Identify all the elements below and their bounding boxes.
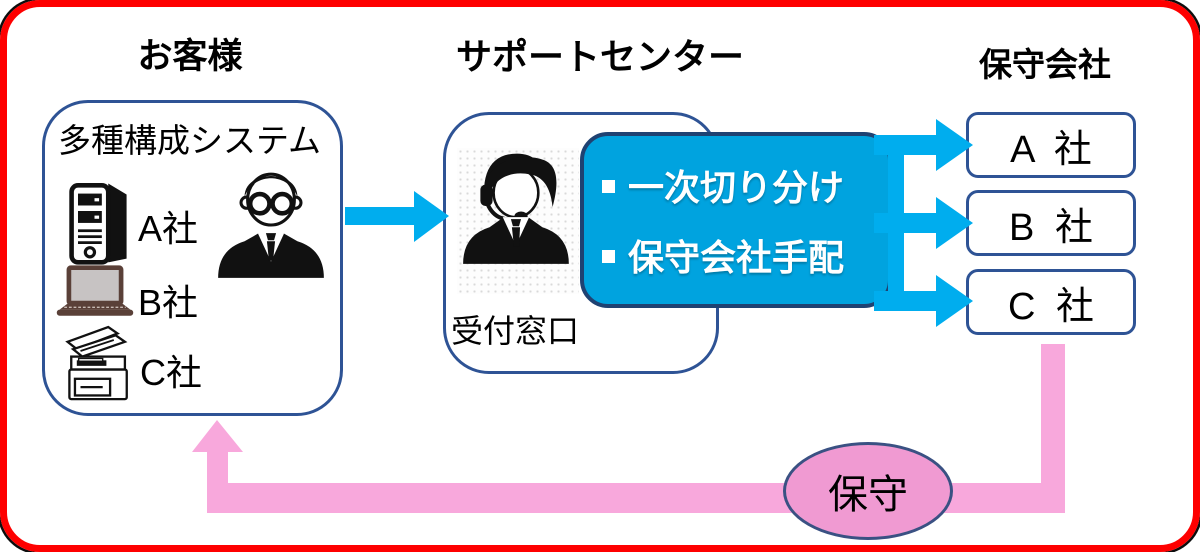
reception-desk-label: 受付窓口 bbox=[451, 313, 580, 349]
customer-title: お客様 bbox=[137, 37, 243, 76]
laptop-icon bbox=[54, 264, 136, 318]
company-box-c: C 社 bbox=[966, 269, 1136, 335]
bullet-square-icon bbox=[602, 180, 615, 193]
device-label-c: C社 bbox=[140, 352, 202, 393]
callout-item-label: 保守会社手配 bbox=[628, 237, 845, 278]
server-icon bbox=[64, 178, 136, 266]
customer-to-support-arrow bbox=[345, 191, 449, 242]
bullet-square-icon bbox=[602, 250, 615, 263]
operator-headset-icon bbox=[457, 148, 579, 294]
support-center-title: サポートセンター bbox=[455, 36, 744, 77]
maintenance-badge: 保守 bbox=[783, 442, 953, 540]
customer-system-label: 多種構成システム bbox=[58, 122, 322, 159]
device-label-b: B社 bbox=[138, 282, 199, 323]
device-label-a: A社 bbox=[138, 208, 199, 249]
printer-icon bbox=[62, 320, 136, 408]
company-box-a: A 社 bbox=[966, 112, 1136, 178]
maintenance-companies-title: 保守会社 bbox=[979, 46, 1111, 83]
support-actions-callout: 一次切り分け 保守会社手配 bbox=[580, 132, 892, 308]
company-box-b: B 社 bbox=[966, 190, 1136, 256]
businessman-glasses-icon bbox=[206, 162, 336, 284]
callout-item-label: 一次切り分け bbox=[628, 167, 845, 208]
callout-item-dispatch: 保守会社手配 bbox=[602, 229, 888, 281]
callout-item-triage: 一次切り分け bbox=[602, 159, 888, 211]
